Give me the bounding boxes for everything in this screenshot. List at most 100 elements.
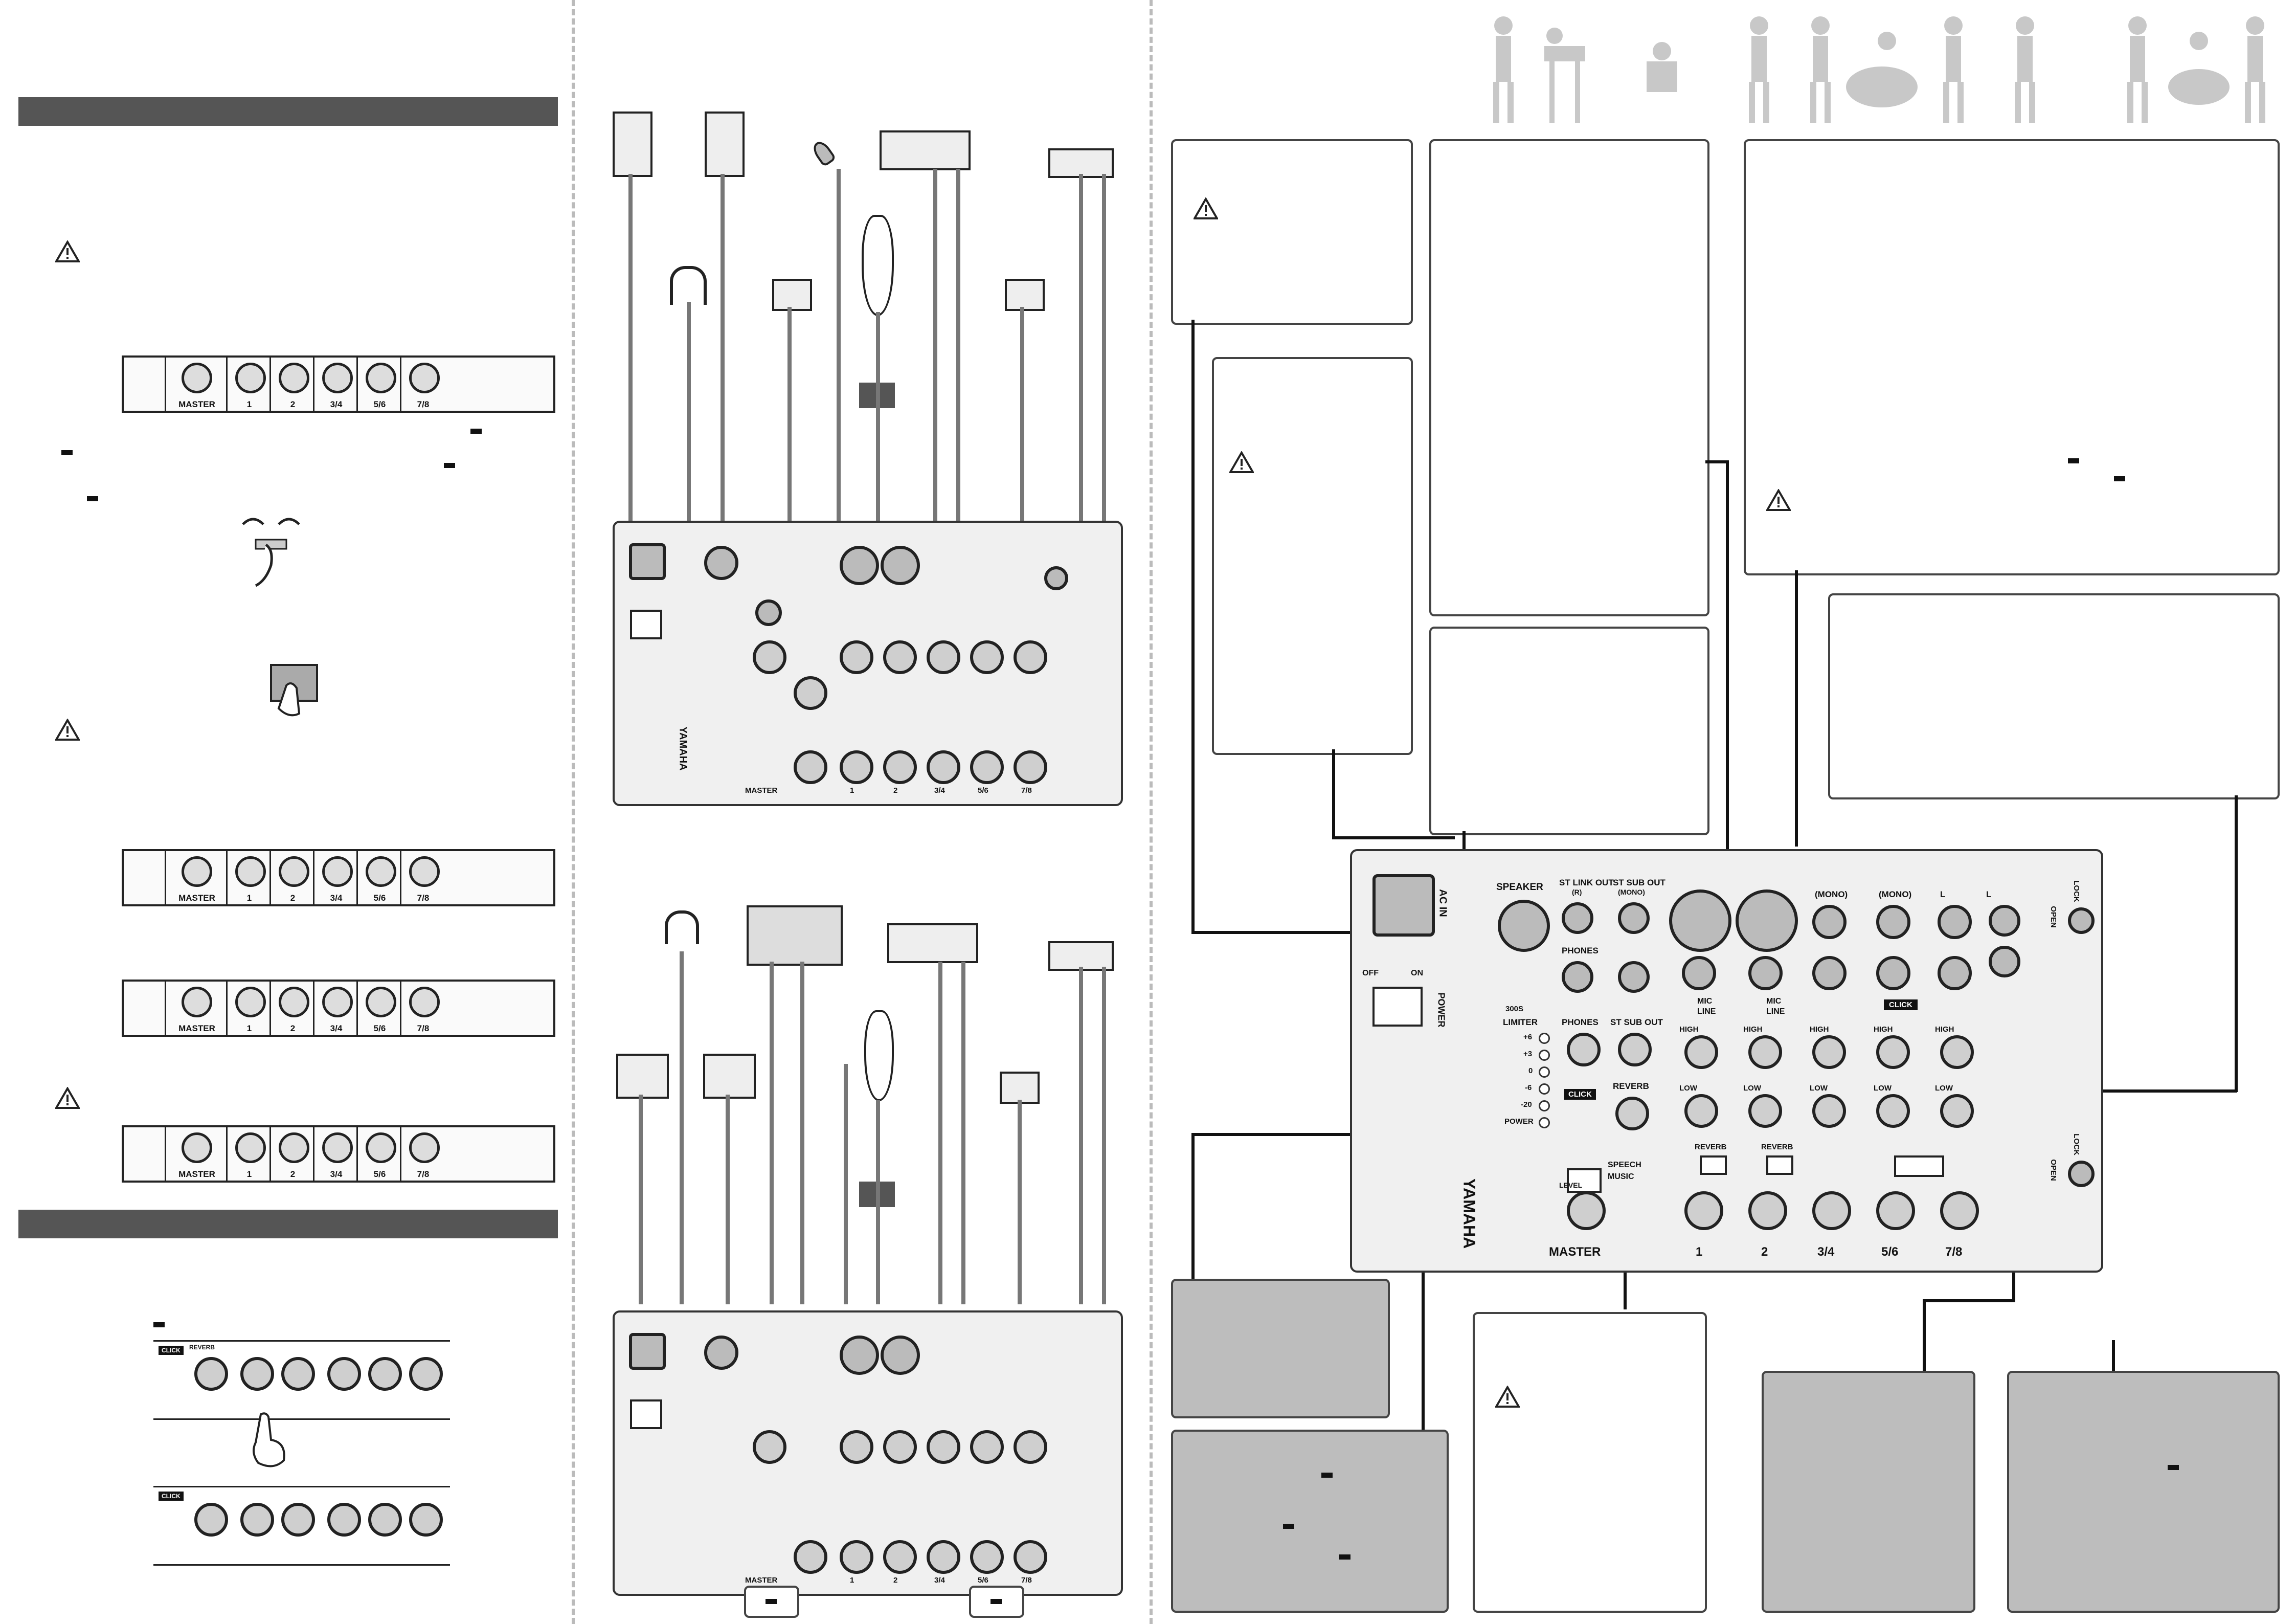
ch34-low-knob[interactable] (327, 1503, 361, 1537)
ch78-click-switch[interactable] (1894, 1155, 1944, 1177)
ch2-level-knob[interactable] (279, 856, 309, 887)
ch34-level-knob[interactable] (322, 987, 353, 1017)
mic-xlr-ch1[interactable] (1669, 889, 1731, 952)
ch1-level-knob[interactable] (840, 1540, 873, 1574)
ch56-low-knob[interactable] (368, 1357, 402, 1391)
ch56-level-knob[interactable] (366, 987, 396, 1017)
lock-knob-bottom[interactable] (2068, 1161, 2095, 1187)
ch2-level-knob[interactable] (279, 987, 309, 1017)
ch34-level-knob[interactable] (927, 1540, 960, 1574)
ch78-level-knob[interactable] (1014, 1540, 1047, 1574)
lock-knob-top[interactable] (2068, 907, 2095, 934)
ch34-level-knob[interactable] (1812, 1191, 1851, 1230)
ch2-low-knob[interactable] (281, 1357, 315, 1391)
master-level-knob[interactable] (182, 1132, 212, 1163)
phones-jack[interactable] (1562, 961, 1593, 993)
reverb-knob[interactable] (194, 1503, 228, 1537)
power-switch[interactable] (630, 1399, 662, 1429)
line-jack-ch4[interactable] (1812, 956, 1847, 990)
ch34-level-knob[interactable] (927, 750, 960, 784)
ch78-level-knob[interactable] (409, 1132, 440, 1163)
rca-jack-l[interactable] (1989, 905, 2020, 937)
master-level-knob[interactable] (182, 363, 212, 393)
ch1-high-knob[interactable] (840, 1430, 873, 1464)
ch1-reverb-switch[interactable] (1700, 1155, 1727, 1175)
ch56-level-knob[interactable] (366, 363, 396, 393)
reverb-knob[interactable] (194, 1357, 228, 1391)
st-sub-out-jack-l[interactable] (1618, 902, 1650, 934)
st-sub-out-jack-r[interactable] (1618, 961, 1650, 993)
ch78-level-knob[interactable] (409, 856, 440, 887)
ch78-high-knob[interactable] (1940, 1035, 1974, 1069)
line-jack-ch3[interactable] (1812, 905, 1847, 939)
ch56-low-knob[interactable] (1876, 1094, 1910, 1128)
ch1-high-knob[interactable] (840, 640, 873, 674)
ch2-high-knob[interactable] (883, 640, 917, 674)
ch34-low-knob[interactable] (1812, 1094, 1846, 1128)
ch56-level-knob[interactable] (1876, 1191, 1915, 1230)
line-jack-ch7[interactable] (1938, 905, 1972, 939)
ch56-high-knob[interactable] (970, 640, 1004, 674)
ch2-low-knob[interactable] (1748, 1094, 1782, 1128)
ch2-high-knob[interactable] (883, 1430, 917, 1464)
ch2-level-knob[interactable] (279, 363, 309, 393)
ch56-high-knob[interactable] (1876, 1035, 1910, 1069)
master-level-knob[interactable] (182, 856, 212, 887)
phones-level-knob[interactable] (753, 640, 786, 674)
master-level-knob[interactable] (182, 987, 212, 1017)
ch34-high-knob[interactable] (927, 640, 960, 674)
power-switch[interactable] (630, 610, 662, 639)
ch56-low-knob[interactable] (368, 1503, 402, 1537)
line-jack-ch6[interactable] (1876, 956, 1910, 990)
ch56-high-knob[interactable] (970, 1430, 1004, 1464)
master-level-knob[interactable] (794, 750, 827, 784)
ch1-low-knob[interactable] (1684, 1094, 1718, 1128)
rca-jack-r[interactable] (1989, 946, 2020, 977)
mic-xlr-ch2[interactable] (1736, 889, 1798, 952)
master-level-knob[interactable] (794, 1540, 827, 1574)
line-jack-ch1[interactable] (1682, 956, 1716, 990)
ch2-level-knob[interactable] (279, 1132, 309, 1163)
ch56-level-knob[interactable] (366, 1132, 396, 1163)
ch34-high-knob[interactable] (927, 1430, 960, 1464)
ch34-level-knob[interactable] (322, 363, 353, 393)
ch1-level-knob[interactable] (840, 750, 873, 784)
ch56-level-knob[interactable] (970, 1540, 1004, 1574)
ch1-low-knob[interactable] (240, 1357, 274, 1391)
ch78-high-knob[interactable] (1014, 640, 1047, 674)
ch78-level-knob[interactable] (409, 987, 440, 1017)
ch2-high-knob[interactable] (1748, 1035, 1782, 1069)
ch1-level-knob[interactable] (235, 856, 266, 887)
line-jack-ch5[interactable] (1876, 905, 1910, 939)
ch1-high-knob[interactable] (1684, 1035, 1718, 1069)
ch1-low-knob[interactable] (240, 1503, 274, 1537)
ch1-level-knob[interactable] (235, 987, 266, 1017)
ch1-level-knob[interactable] (235, 1132, 266, 1163)
reverb-knob[interactable] (1615, 1097, 1649, 1130)
phones-level-knob[interactable] (1567, 1033, 1601, 1066)
ch78-low-knob[interactable] (1940, 1094, 1974, 1128)
master-level-knob[interactable] (1567, 1191, 1606, 1230)
ch78-level-knob[interactable] (409, 363, 440, 393)
line-jack-ch2[interactable] (1748, 956, 1783, 990)
ch78-high-knob[interactable] (1014, 1430, 1047, 1464)
phones-level-knob[interactable] (753, 1430, 786, 1464)
ch56-level-knob[interactable] (366, 856, 396, 887)
ch2-reverb-switch[interactable] (1766, 1155, 1793, 1175)
speaker-jack[interactable] (1498, 900, 1550, 952)
ch2-low-knob[interactable] (281, 1503, 315, 1537)
ch78-level-knob[interactable] (1014, 750, 1047, 784)
ch34-low-knob[interactable] (327, 1357, 361, 1391)
st-sub-out-level-knob[interactable] (1618, 1033, 1652, 1066)
ch2-level-knob[interactable] (1748, 1191, 1787, 1230)
line-jack-ch8[interactable] (1938, 956, 1972, 990)
ch1-level-knob[interactable] (235, 363, 266, 393)
ch56-level-knob[interactable] (970, 750, 1004, 784)
reverb-knob[interactable] (794, 676, 827, 710)
ch78-low-knob[interactable] (409, 1503, 443, 1537)
ch2-level-knob[interactable] (883, 1540, 917, 1574)
ch1-level-knob[interactable] (1684, 1191, 1723, 1230)
ch34-level-knob[interactable] (322, 1132, 353, 1163)
st-link-out-jack[interactable] (1562, 902, 1593, 934)
ch34-level-knob[interactable] (322, 856, 353, 887)
